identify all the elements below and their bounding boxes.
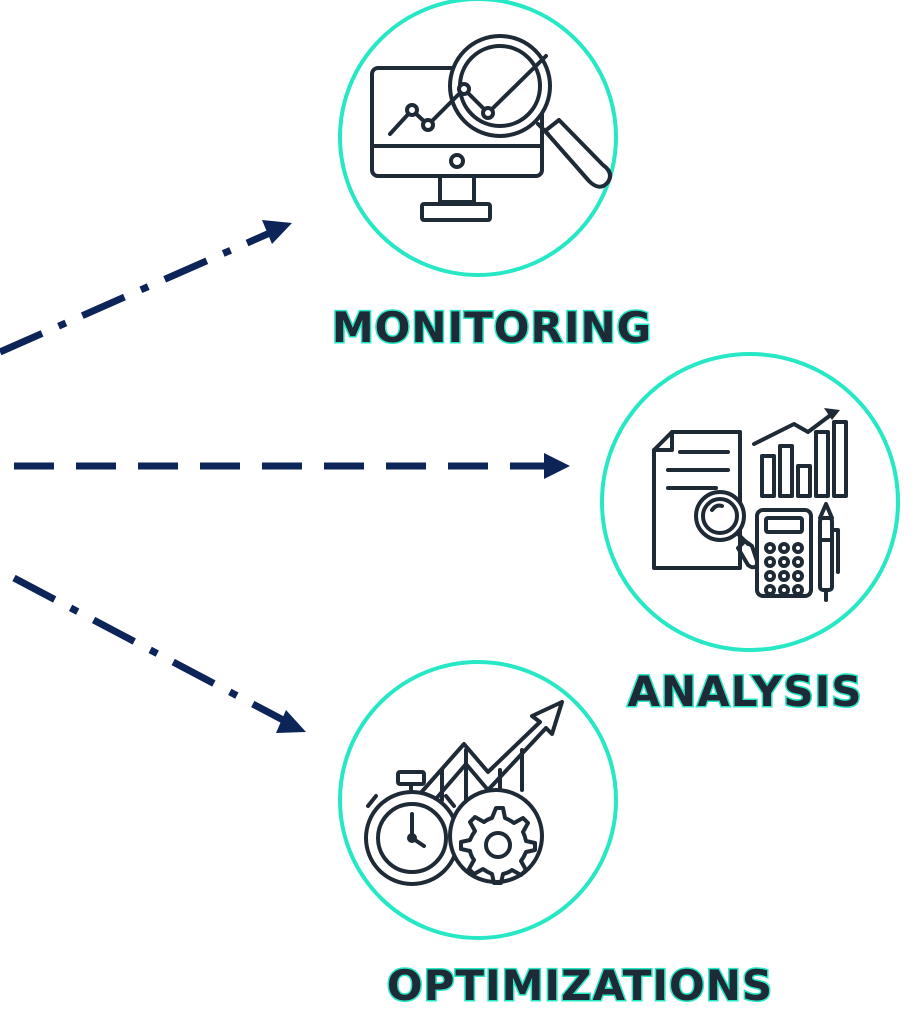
step-analysis: ANALYSIS [600,352,900,718]
monitor-magnifier-chart-icon [370,34,613,222]
arrow-to-monitoring [0,220,292,356]
step-monitoring: MONITORING [330,0,653,354]
step-optimizations: OPTIMIZATIONS [338,660,774,1012]
arrow-to-analysis [14,453,570,479]
analysis-circle [600,352,900,652]
monitoring-label: MONITORING [332,303,652,352]
arrows [0,220,570,733]
analysis-label: ANALYSIS [628,667,863,716]
arrow-to-optimizations [12,574,306,733]
optimizations-label: OPTIMIZATIONS [387,961,773,1010]
stopwatch-gear-growth-icon [364,700,564,886]
report-chart-calculator-icon [652,408,848,602]
